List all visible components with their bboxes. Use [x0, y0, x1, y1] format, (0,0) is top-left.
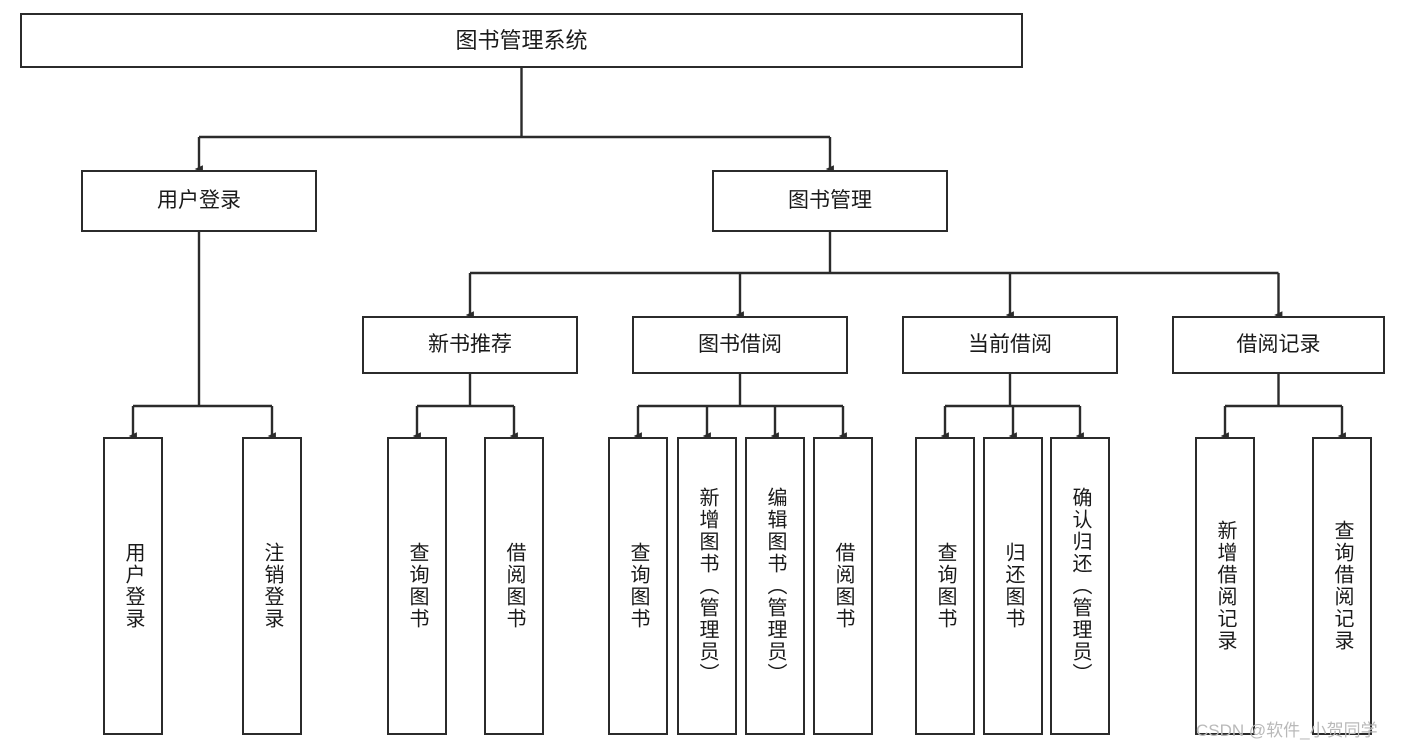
- node-label: 查询图书: [406, 542, 428, 630]
- node-leaf-current-query-book[interactable]: 查询图书: [915, 437, 975, 735]
- node-label: 查询图书: [934, 542, 956, 630]
- node-label: 用户登录: [122, 542, 144, 630]
- node-label: 查询图书: [627, 542, 649, 630]
- node-label: 查询借阅记录: [1331, 520, 1353, 652]
- node-leaf-user-login[interactable]: 用户登录: [103, 437, 163, 735]
- node-leaf-recommend-query-book[interactable]: 查询图书: [387, 437, 447, 735]
- node-label: 新书推荐: [428, 332, 512, 356]
- node-borrow-record[interactable]: 借阅记录: [1172, 316, 1385, 374]
- node-leaf-record-query[interactable]: 查询借阅记录: [1312, 437, 1372, 735]
- node-leaf-borrow-edit-book[interactable]: 编辑图书（管理员）: [745, 437, 805, 735]
- node-new-book-recommend[interactable]: 新书推荐: [362, 316, 578, 374]
- node-label: 新增图书（管理员）: [696, 487, 718, 685]
- node-label: 确认归还（管理员）: [1069, 487, 1091, 685]
- node-label: 借阅图书: [503, 542, 525, 630]
- node-leaf-borrow-borrow-book[interactable]: 借阅图书: [813, 437, 873, 735]
- node-current-borrow[interactable]: 当前借阅: [902, 316, 1118, 374]
- node-leaf-user-logout[interactable]: 注销登录: [242, 437, 302, 735]
- node-label: 图书管理: [788, 188, 872, 212]
- node-leaf-borrow-add-book[interactable]: 新增图书（管理员）: [677, 437, 737, 735]
- node-label: 借阅记录: [1236, 332, 1321, 356]
- node-label: 编辑图书（管理员）: [764, 487, 786, 685]
- node-label: 用户登录: [157, 188, 241, 212]
- node-leaf-current-confirm-return[interactable]: 确认归还（管理员）: [1050, 437, 1110, 735]
- node-label: 当前借阅: [968, 332, 1052, 356]
- node-user-login[interactable]: 用户登录: [81, 170, 317, 232]
- node-label: 图书管理系统: [455, 27, 588, 53]
- node-label: 图书借阅: [698, 332, 782, 356]
- node-leaf-borrow-query-book[interactable]: 查询图书: [608, 437, 668, 735]
- node-label: 注销登录: [261, 542, 283, 630]
- node-root[interactable]: 图书管理系统: [20, 13, 1023, 68]
- node-leaf-current-return-book[interactable]: 归还图书: [983, 437, 1043, 735]
- node-label: 归还图书: [1002, 542, 1024, 630]
- node-label: 新增借阅记录: [1214, 520, 1236, 652]
- node-book-borrow[interactable]: 图书借阅: [632, 316, 848, 374]
- node-leaf-recommend-borrow-book[interactable]: 借阅图书: [484, 437, 544, 735]
- node-book-management[interactable]: 图书管理: [712, 170, 948, 232]
- node-label: 借阅图书: [832, 542, 854, 630]
- node-leaf-record-add[interactable]: 新增借阅记录: [1195, 437, 1255, 735]
